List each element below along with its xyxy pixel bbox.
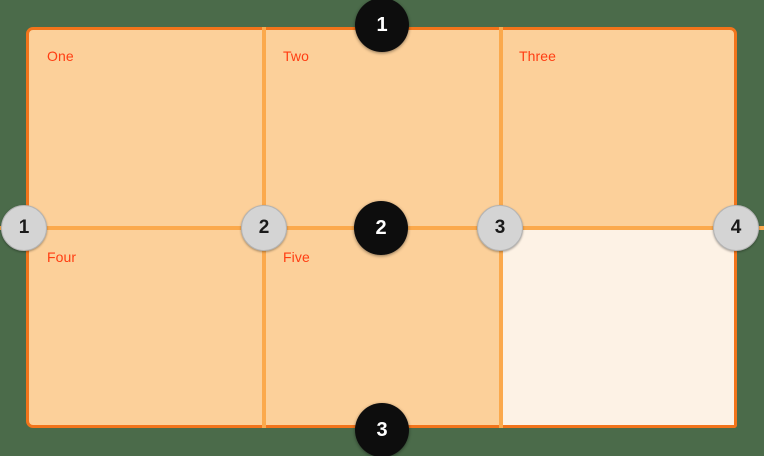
- grid-cell-empty[interactable]: [501, 228, 737, 428]
- grid-cell-label-three: Three: [519, 48, 557, 64]
- grid-cell-label-five: Five: [283, 249, 310, 265]
- column-handle-1[interactable]: 1: [1, 205, 47, 251]
- grid-cell-label-one: One: [47, 48, 74, 64]
- column-handle-2[interactable]: 2: [241, 205, 287, 251]
- column-handle-3[interactable]: 3: [477, 205, 523, 251]
- row-handle-2[interactable]: 2: [354, 201, 408, 255]
- grid-cell-label-two: Two: [283, 48, 309, 64]
- row-handle-1[interactable]: 1: [355, 0, 409, 52]
- column-handle-4[interactable]: 4: [713, 205, 759, 251]
- row-handle-3[interactable]: 3: [355, 403, 409, 456]
- grid-cell-label-four: Four: [47, 249, 77, 265]
